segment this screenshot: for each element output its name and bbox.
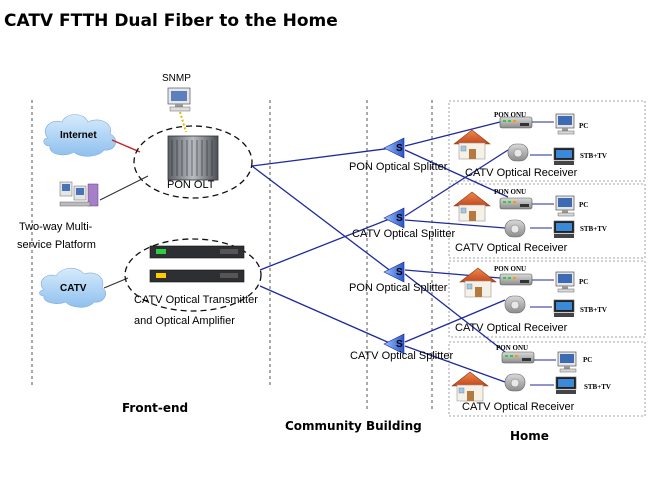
fiber-pon2-to-onu4 xyxy=(404,273,511,357)
home-box-4 xyxy=(448,341,646,417)
fiber-catv1-to-recv1 xyxy=(404,149,509,217)
receiver-label: CATV Optical Receiver xyxy=(462,401,575,413)
pon-olt-group xyxy=(133,125,253,199)
stb-label: STB+TV xyxy=(580,306,607,314)
transmitter-label-line1: CATV Optical Transmitter xyxy=(134,294,258,306)
onu-icon xyxy=(501,351,535,364)
onu-label: PON ONU xyxy=(494,265,526,273)
pc-icon xyxy=(555,271,575,293)
fiber-tx-to-catv-splitter-2 xyxy=(259,285,393,345)
fiber-catv2-to-recv3 xyxy=(404,299,506,343)
catv-splitter-2: S CATV Optical Splitter xyxy=(350,333,453,362)
splitter-label: PON Optical Splitter xyxy=(349,282,448,294)
onu-label: PON ONU xyxy=(494,111,526,119)
pon-olt-rack-icon xyxy=(167,135,219,181)
home-2: PON ONU PC STB+TV CATV Optical Receiver xyxy=(453,188,607,254)
fiber-pon1-to-onu1 xyxy=(404,121,501,147)
house-icon xyxy=(459,267,497,298)
transmitter-label-line2: and Optical Amplifier xyxy=(134,315,235,327)
catv-label: CATV xyxy=(60,283,87,294)
page-title: CATV FTTH Dual Fiber to the Home xyxy=(4,11,338,31)
pon-olt-label: PON OLT xyxy=(167,179,215,191)
fiber-catv1-to-recv2 xyxy=(404,219,506,229)
stb-label: STB+TV xyxy=(584,383,611,391)
platform-label-line1: Two-way Multi- xyxy=(19,221,93,233)
pc-label: PC xyxy=(583,356,592,364)
tv-icon xyxy=(553,147,575,166)
catv-transmitter-icon xyxy=(149,245,245,259)
splitter-symbol: S xyxy=(396,339,403,350)
splitter-symbol: S xyxy=(396,267,403,278)
tv-icon xyxy=(553,220,575,239)
splitter-label: CATV Optical Splitter xyxy=(352,228,455,240)
home-box-1 xyxy=(448,100,646,182)
stb-label: STB+TV xyxy=(580,225,607,233)
home-4: PON ONU PC STB+TV CATV Optical Receiver xyxy=(451,344,611,413)
onu-label: PON ONU xyxy=(496,344,528,352)
catv-cloud: CATV xyxy=(39,267,106,308)
optical-amplifier-icon xyxy=(149,269,245,283)
receiver-icon xyxy=(507,143,529,162)
section-home-label: Home xyxy=(510,429,549,443)
receiver-label: CATV Optical Receiver xyxy=(455,322,568,334)
receiver-label: CATV Optical Receiver xyxy=(455,242,568,254)
fiber-pon1-to-onu2 xyxy=(404,149,509,198)
receiver-icon xyxy=(504,373,526,392)
internet-label: Internet xyxy=(60,130,97,141)
onu-icon xyxy=(499,116,533,129)
pc-icon xyxy=(555,195,575,217)
splitter-symbol: S xyxy=(396,143,403,154)
fiber-catv2-to-recv4 xyxy=(404,345,506,383)
internet-link xyxy=(111,139,141,153)
splitter-symbol: S xyxy=(396,213,403,224)
receiver-icon xyxy=(504,295,526,314)
splitter-icon xyxy=(383,137,405,159)
pc-icon xyxy=(555,113,575,135)
house-icon xyxy=(451,371,489,402)
splitter-label: CATV Optical Splitter xyxy=(350,350,453,362)
snmp-terminal-icon xyxy=(167,87,191,112)
pon-splitter-2: S PON Optical Splitter xyxy=(349,261,448,294)
pc-icon xyxy=(557,351,577,373)
splitter-icon xyxy=(383,207,405,229)
home-box-2 xyxy=(448,183,646,259)
stb-label: STB+TV xyxy=(580,152,607,160)
onu-label: PON ONU xyxy=(494,188,526,196)
catv-link xyxy=(103,277,129,289)
pc-label: PC xyxy=(579,278,588,286)
splitter-label: PON Optical Splitter xyxy=(349,161,448,173)
platform-link xyxy=(99,175,149,201)
fiber-tx-to-catv-splitter-1 xyxy=(259,217,393,271)
snmp-link xyxy=(179,111,187,133)
fiber-olt-to-pon-splitter-1 xyxy=(251,147,393,167)
snmp-label: SNMP xyxy=(162,73,191,84)
tv-icon xyxy=(553,299,575,318)
pc-label: PC xyxy=(579,201,588,209)
section-frontend-label: Front-end xyxy=(122,401,188,415)
pc-label: PC xyxy=(579,122,588,130)
multiservice-platform-icon xyxy=(59,181,99,207)
catv-transmitter-group xyxy=(124,238,262,312)
home-1: PON ONU PC STB+TV CATV Optical Receiver xyxy=(453,111,607,179)
home-box-3 xyxy=(448,260,646,338)
receiver-icon xyxy=(504,219,526,238)
home-3: PON ONU PC STB+TV CATV Optical Receiver xyxy=(455,265,607,334)
pon-splitter-1: S PON Optical Splitter xyxy=(349,137,448,173)
house-icon xyxy=(453,191,491,222)
platform-label-line2: service Platform xyxy=(17,239,96,251)
house-icon xyxy=(453,129,491,160)
fiber-olt-to-pon-splitter-2 xyxy=(251,165,393,273)
tv-icon xyxy=(555,376,577,395)
onu-icon xyxy=(499,273,533,286)
splitter-icon xyxy=(383,333,405,355)
receiver-label: CATV Optical Receiver xyxy=(465,167,578,179)
section-community-label: Community Building xyxy=(285,419,422,433)
internet-cloud: Internet xyxy=(43,114,116,157)
splitter-icon xyxy=(383,261,405,283)
catv-splitter-1: S CATV Optical Splitter xyxy=(352,207,455,240)
onu-icon xyxy=(499,197,533,210)
